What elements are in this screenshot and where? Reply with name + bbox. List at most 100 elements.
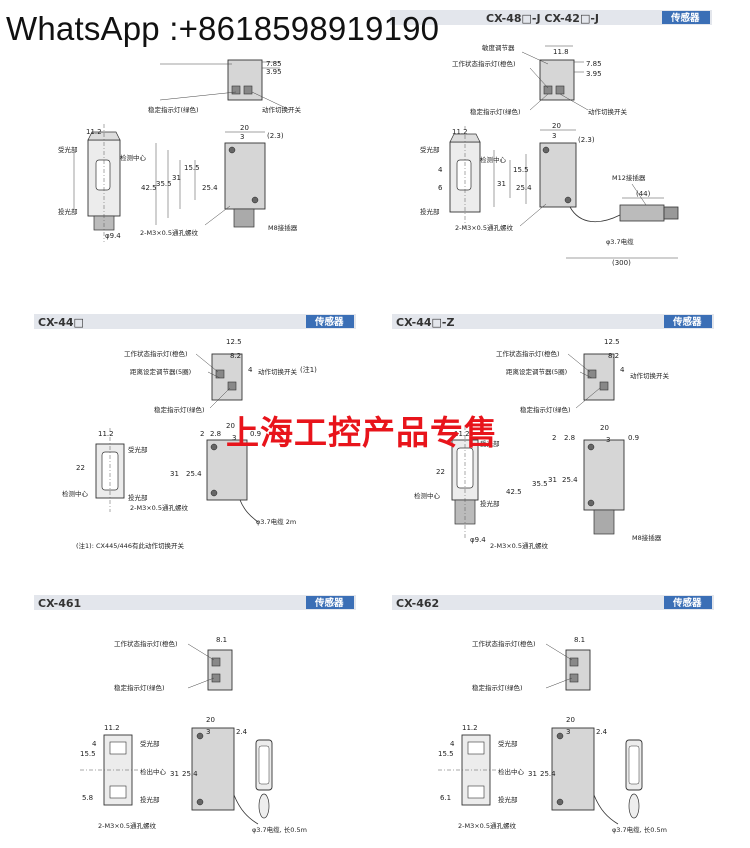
dim-3-b: 3: [552, 132, 556, 140]
dim-2-4-e: 2.4: [236, 728, 248, 736]
dim-25-4-b: 25.4: [516, 184, 532, 192]
dim-6-1-f: 6.1: [440, 794, 451, 802]
dim-4-b: 4: [438, 166, 443, 174]
label-cable-c: φ3.7电缆 2m: [256, 517, 296, 526]
dim-11-2-d: 11.2: [454, 430, 470, 438]
section-title-cx44z: CX-44□-Z: [396, 316, 454, 329]
section-header-cx461: CX-461 传感器: [34, 595, 356, 610]
dim-20-f: 20: [566, 716, 575, 724]
dim-20-e: 20: [206, 716, 215, 724]
dim-2-3-b: (2.3): [578, 136, 595, 144]
label-receiver-b: 受光部: [420, 145, 440, 154]
dim-20-c: 20: [226, 422, 235, 430]
label-op-lamp-e: 工作状态指示灯(橙色): [114, 639, 178, 648]
section-title-cx44: CX-44□: [38, 316, 84, 329]
section-title-cx461: CX-461: [38, 597, 81, 610]
sensor-tag-cx44z: 传感器: [672, 316, 702, 328]
whatsapp-watermark: WhatsApp :+8618598919190: [6, 10, 440, 47]
dim-20-a: 20: [240, 124, 249, 132]
label-emitter-f: 投光部: [498, 795, 518, 804]
dim-35-5-a: 35.5: [156, 180, 172, 188]
label-op-switch-d: 动作切换开关: [630, 371, 670, 380]
label-emitter-e: 投光部: [140, 795, 160, 804]
section-title-cx462: CX-462: [396, 597, 439, 610]
dim-25-4-a: 25.4: [202, 184, 218, 192]
dim-15-5-a: 15.5: [184, 164, 200, 172]
dim-3-95: 3.95: [266, 68, 282, 76]
section-header-cx44: CX-44□ 传感器: [34, 314, 356, 329]
dim-3-c: 3: [232, 434, 236, 442]
promo-overlay-text: 上海工控产品专售: [226, 413, 498, 452]
section-title-cx48j: CX-48□-J CX-42□-J: [486, 12, 599, 25]
dim-3-95-b: 3.95: [586, 70, 602, 78]
label-receiver-d: 受光部: [480, 439, 500, 448]
label-op-lamp-d: 工作状态指示灯(橙色): [496, 349, 560, 358]
dim-31-d: 31: [548, 476, 557, 484]
dim-25-4-d: 25.4: [562, 476, 578, 484]
dim-31-b: 31: [497, 180, 506, 188]
dim-11-8: 11.8: [553, 48, 569, 56]
label-detect-center-b: 检测中心: [480, 155, 507, 164]
dim-phi-9-4: φ9.4: [105, 232, 121, 240]
label-stable-lamp-c: 稳定指示灯(绿色): [154, 405, 205, 414]
label-stable-lamp-b: 稳定指示灯(绿色): [470, 107, 521, 116]
dim-7-85: 7.85: [266, 60, 282, 68]
label-stable-lamp-d: 稳定指示灯(绿色): [520, 405, 571, 414]
dim-3-a: 3: [240, 133, 244, 141]
dim-11-2-a: 11.2: [86, 128, 102, 136]
label-detect-center-c: 检测中心: [62, 489, 89, 498]
label-op-switch-c: 动作切换开关: [258, 367, 298, 376]
dim-15-5-e: 15.5: [80, 750, 96, 758]
dim-3-e: 3: [206, 728, 210, 736]
label-receiver-c: 受光部: [128, 445, 148, 454]
dim-2-4-f: 2.4: [596, 728, 608, 736]
dim-8-1: 8.1: [216, 636, 227, 644]
dim-5-8-e: 5.8: [82, 794, 93, 802]
dim-15-5-b: 15.5: [513, 166, 529, 174]
drawing-cx462: 8.1 工作状态指示灯(橙色) 稳定指示灯(绿色) 11.2 15.5 4 6.…: [438, 636, 667, 834]
dim-4-d: 4: [620, 366, 625, 374]
dim-25-4-c: 25.4: [186, 470, 202, 478]
label-distance-adj-d: 距离设定调节器(5圈): [506, 367, 567, 376]
dim-22-d: 22: [436, 468, 445, 476]
dim-8-2: 8.2: [230, 352, 241, 360]
label-emitter-b: 投光部: [420, 207, 440, 216]
sensor-tag-cx461: 传感器: [314, 597, 344, 609]
dim-15-5-f: 15.5: [438, 750, 454, 758]
dim-3-d: 3: [606, 436, 610, 444]
label-op-switch: 动作切换开关: [262, 105, 302, 114]
dim-31-c: 31: [170, 470, 179, 478]
dim-20-d: 20: [600, 424, 609, 432]
drawing-cx461: 8.1 工作状态指示灯(橙色) 稳定指示灯(绿色) 11.2 15.5 4 5.…: [80, 636, 307, 834]
label-screw-hole-e: 2-M3×0.5通孔螺纹: [98, 821, 157, 830]
label-detect-center-f: 检出中心: [498, 767, 525, 776]
sensor-tag: [662, 11, 710, 24]
label-receiver: 受光部: [58, 145, 78, 154]
dim-11-2-e: 11.2: [104, 724, 120, 732]
footnote-cx445: (注1): CX445/446有此动作切换开关: [76, 541, 184, 550]
label-screw-hole-f: 2-M3×0.5通孔螺纹: [458, 821, 517, 830]
label-emitter-c: 投光部: [128, 493, 148, 502]
dim-12-5: 12.5: [226, 338, 242, 346]
label-op-lamp-f: 工作状态指示灯(橙色): [472, 639, 536, 648]
dim-3-f: 3: [566, 728, 570, 736]
label-stable-lamp-e: 稳定指示灯(绿色): [114, 683, 165, 692]
label-screw-hole-a: 2-M3×0.5通孔螺纹: [140, 228, 199, 237]
label-screw-hole-d: 2-M3×0.5通孔螺纹: [490, 541, 549, 550]
dim-2-8-c: 2.8: [210, 430, 221, 438]
dim-31-a: 31: [172, 174, 181, 182]
label-op-lamp-c: 工作状态指示灯(橙色): [124, 349, 188, 358]
drawing-top-left: 7.85 3.95 稳定指示灯(绿色) 动作切换开关 11.2 受光部 检测中心…: [58, 59, 302, 242]
drawing-cx44z: 12.5 8.2 4 工作状态指示灯(橙色) 距离设定调节器(5圈) 动作切换开…: [414, 338, 670, 550]
label-emitter: 投光部: [58, 207, 78, 216]
label-detect-center-d: 检测中心: [414, 491, 441, 500]
label-cable-e: φ3.7电缆, 长0.5m: [252, 825, 307, 834]
dim-44: (44): [636, 190, 651, 198]
dim-0-9-d: 0.9: [628, 434, 639, 442]
label-receiver-f: 受光部: [498, 739, 518, 748]
label-cable-b: φ3.7电缆: [606, 237, 634, 246]
label-detect-center: 检测中心: [120, 153, 147, 162]
dim-42-5-d: 42.5: [506, 488, 522, 496]
dim-31-f: 31: [528, 770, 537, 778]
